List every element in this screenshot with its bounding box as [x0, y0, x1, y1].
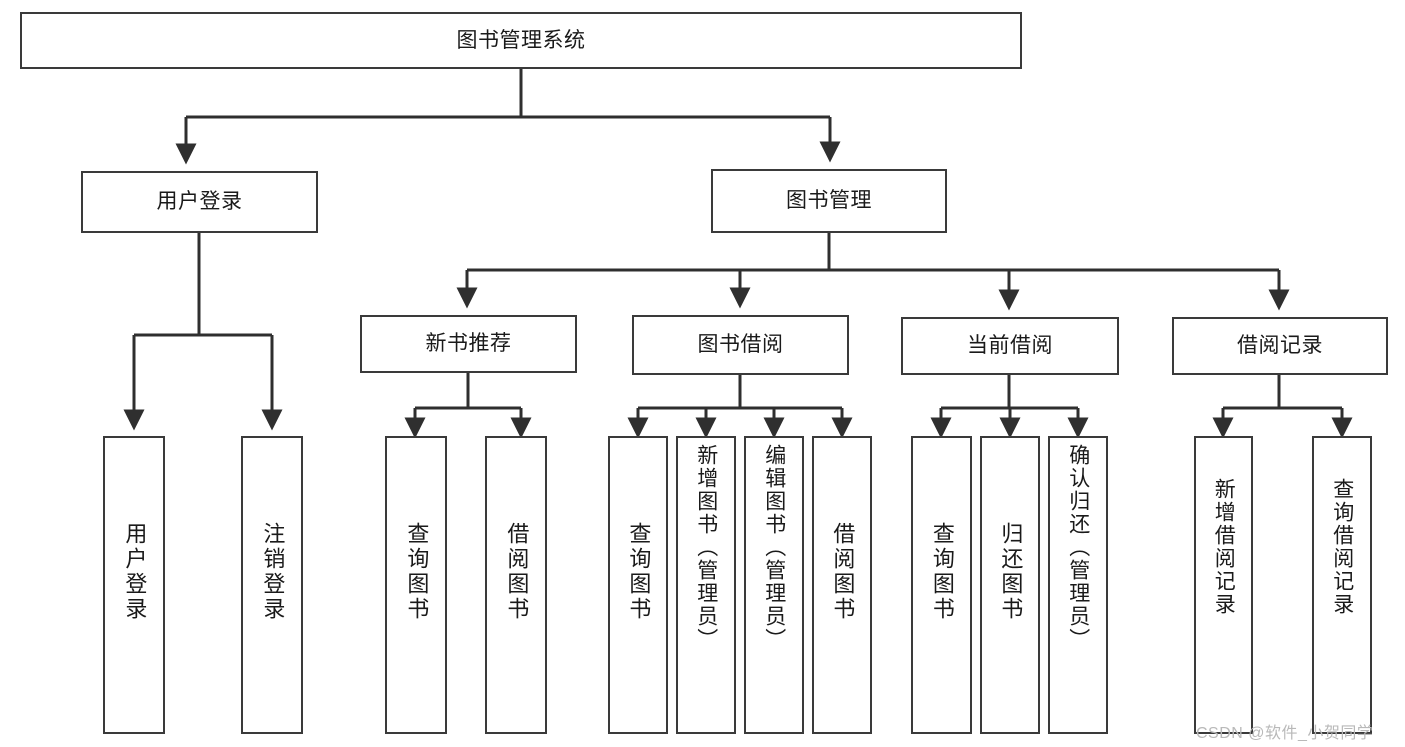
leaf-bb-query-book[interactable]: 查询图书 [608, 436, 668, 734]
node-new-book-recommend[interactable]: 新书推荐 [360, 315, 577, 373]
leaf-cb-query-book[interactable]: 查询图书 [911, 436, 972, 734]
node-user-login[interactable]: 用户登录 [81, 171, 318, 233]
leaf-cb-confirm-return-label: 确认归还（管理员） [1066, 444, 1090, 651]
leaf-cb-return-book[interactable]: 归还图书 [980, 436, 1040, 734]
leaf-nb-borrow-book-label: 借阅图书 [504, 522, 530, 622]
leaf-logout[interactable]: 注销登录 [241, 436, 303, 734]
node-book-manage[interactable]: 图书管理 [711, 169, 947, 233]
leaf-nb-query-book[interactable]: 查询图书 [385, 436, 447, 734]
node-root-label: 图书管理系统 [456, 28, 586, 52]
node-borrow-record-label: 借阅记录 [1237, 334, 1323, 358]
leaf-user-login[interactable]: 用户登录 [103, 436, 165, 734]
leaf-br-query-record[interactable]: 查询借阅记录 [1312, 436, 1372, 734]
leaf-nb-borrow-book[interactable]: 借阅图书 [485, 436, 547, 734]
leaf-br-query-record-label: 查询借阅记录 [1330, 478, 1354, 616]
node-borrow-record[interactable]: 借阅记录 [1172, 317, 1388, 375]
node-current-borrow-label: 当前借阅 [967, 334, 1053, 358]
leaf-bb-add-book-label: 新增图书（管理员） [694, 444, 718, 651]
node-book-borrow-label: 图书借阅 [697, 333, 784, 357]
leaf-bb-query-book-label: 查询图书 [626, 522, 652, 622]
leaf-user-login-label: 用户登录 [122, 522, 148, 622]
leaf-cb-confirm-return[interactable]: 确认归还（管理员） [1048, 436, 1108, 734]
leaf-bb-borrow-book[interactable]: 借阅图书 [812, 436, 872, 734]
leaf-bb-edit-book-label: 编辑图书（管理员） [762, 444, 786, 651]
node-new-book-recommend-label: 新书推荐 [425, 332, 512, 356]
leaf-bb-edit-book[interactable]: 编辑图书（管理员） [744, 436, 804, 734]
leaf-nb-query-book-label: 查询图书 [404, 522, 430, 622]
node-root[interactable]: 图书管理系统 [20, 12, 1022, 69]
node-user-login-label: 用户登录 [156, 190, 243, 214]
leaf-bb-borrow-book-label: 借阅图书 [830, 522, 856, 622]
leaf-br-add-record[interactable]: 新增借阅记录 [1194, 436, 1253, 734]
leaf-cb-return-book-label: 归还图书 [998, 522, 1024, 622]
leaf-bb-add-book[interactable]: 新增图书（管理员） [676, 436, 736, 734]
node-current-borrow[interactable]: 当前借阅 [901, 317, 1119, 375]
node-book-manage-label: 图书管理 [786, 189, 872, 213]
leaf-br-add-record-label: 新增借阅记录 [1212, 478, 1236, 616]
leaf-cb-query-book-label: 查询图书 [929, 522, 955, 622]
node-book-borrow[interactable]: 图书借阅 [632, 315, 849, 375]
leaf-logout-label: 注销登录 [260, 522, 286, 622]
